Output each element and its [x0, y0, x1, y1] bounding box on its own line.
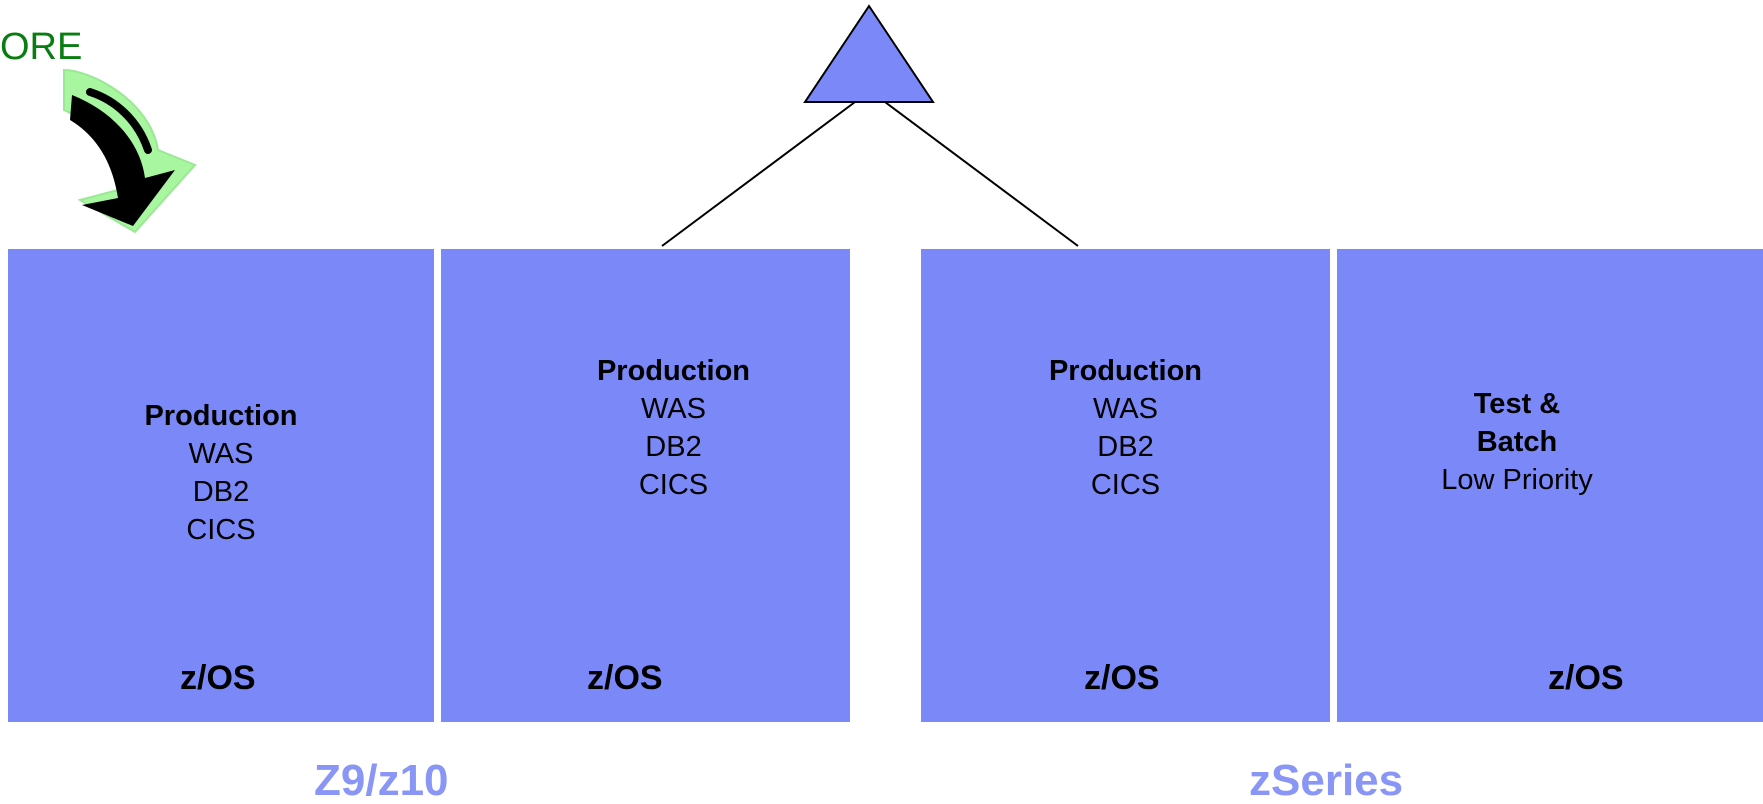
lpar-3-line-3: CICS [1090, 469, 1161, 501]
lpar-3-os-label: z/OS [1084, 659, 1160, 697]
lpar-box-2: Production WAS DB2 CICS z/OS [441, 249, 850, 722]
lpar-2-line-2: DB2 [645, 431, 702, 463]
lpar-4-line-1: Low Priority [1441, 464, 1593, 496]
triangle-node [803, 4, 935, 103]
lpar-box-1: Production WAS DB2 CICS z/OS [8, 249, 434, 722]
top-label: ORE [0, 26, 83, 68]
lpar-4-os-label: z/OS [1548, 659, 1624, 697]
lpar-2-line-3: CICS [638, 469, 709, 501]
lpar-1-text: Production WAS DB2 CICS [8, 397, 434, 549]
lpar-4-heading-line-1: Test & [1473, 388, 1561, 420]
lpar-2-os-label: z/OS [587, 659, 663, 697]
lpar-3-line-2: DB2 [1097, 431, 1154, 463]
curved-arrow-down-icon [63, 68, 197, 234]
lpar-4-heading-line-2: Batch [1476, 426, 1558, 458]
connector-line-left [661, 101, 856, 247]
lpar-1-line-1: WAS [188, 438, 254, 470]
lpar-1-line-2: DB2 [192, 476, 250, 508]
lpar-2-line-1: WAS [641, 393, 706, 425]
lpar-1-os-label: z/OS [180, 659, 256, 697]
lpar-2-text: Production WAS DB2 CICS [469, 352, 878, 504]
lpar-2-heading: Production [596, 355, 751, 387]
lpar-4-text: Test & Batch Low Priority [1304, 385, 1730, 499]
machine-label-zseries: zSeries [1249, 756, 1404, 804]
lpar-1-heading: Production [144, 400, 298, 432]
lpar-1-line-3: CICS [186, 514, 256, 546]
lpar-box-3: Production WAS DB2 CICS z/OS [921, 249, 1330, 722]
connector-line-right [884, 101, 1079, 247]
lpar-3-text: Production WAS DB2 CICS [921, 352, 1330, 504]
lpar-box-4: Test & Batch Low Priority z/OS [1337, 249, 1763, 722]
machine-label-z9-z10: Z9/z10 [314, 756, 449, 804]
lpar-3-line-1: WAS [1093, 393, 1158, 425]
lpar-3-heading: Production [1048, 355, 1203, 387]
